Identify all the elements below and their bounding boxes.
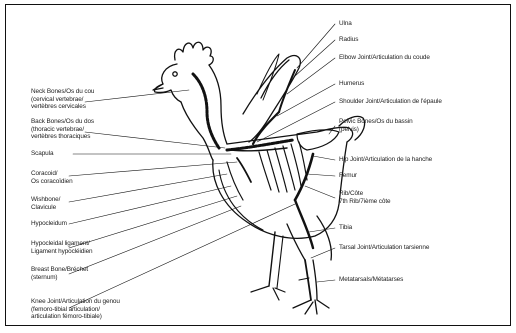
thigh-outline — [317, 216, 331, 260]
diagram-frame: Neck Bones/Os du cou (cervical vertebrae… — [5, 4, 511, 326]
label-hip-joint: Hip Joint/Articulation de la hanche — [339, 156, 432, 164]
label-line: Rib/Côte — [339, 190, 391, 198]
label-line: (femoro-tibial articulation/ — [31, 306, 120, 314]
beak — [153, 84, 163, 90]
pelvis — [297, 130, 339, 150]
label-line: Tarsal Joint/Articulation tarsienne — [339, 244, 429, 252]
label-line: Elbow Joint/Articulation du coude — [339, 54, 430, 62]
label-metatarsals: Metatarsals/Métatarses — [339, 276, 403, 284]
label-ribs: Rib/Côte 7th Rib/7ième côte — [339, 190, 391, 205]
radius-ulna-bones — [279, 70, 295, 112]
label-pelvic-bones: Pelvic Bones/Os du bassin (pelvis) — [339, 118, 413, 133]
toes-far — [251, 286, 285, 300]
label-line: (thoracic vertebrae/ — [31, 126, 94, 134]
chicken-skeleton-illustration — [17, 10, 508, 324]
label-line: (pelvis) — [339, 126, 413, 134]
wing-outline — [243, 56, 300, 142]
label-hypocleidum: Hypocleidum — [31, 220, 67, 228]
label-line: Breast Bone/Bréchet — [31, 266, 88, 274]
eye-socket — [173, 72, 177, 76]
shank-near — [305, 260, 311, 300]
label-line: vertèbres cervicales — [31, 103, 94, 111]
label-humerus: Humerus — [339, 80, 364, 88]
label-scapula: Scapula — [31, 150, 53, 158]
label-knee-joint: Knee Joint/Articulation du genou (femoro… — [31, 298, 120, 321]
toes-near — [293, 300, 329, 314]
diagram-canvas: Neck Bones/Os du cou (cervical vertebrae… — [17, 10, 508, 324]
label-breast-bone: Breast Bone/Bréchet (sternum) — [31, 266, 88, 281]
cervical-vertebrae — [193, 74, 219, 148]
head-outline — [154, 64, 181, 102]
label-line: Pelvic Bones/Os du bassin — [339, 118, 413, 126]
label-line: Back Bones/Os du dos — [31, 118, 94, 126]
label-radius: Radius — [339, 36, 358, 44]
label-line: Tibia — [339, 224, 352, 232]
label-line: Hip Joint/Articulation de la hanche — [339, 156, 432, 164]
label-ulna: Ulna — [339, 20, 352, 28]
thigh-outline-inner — [287, 224, 305, 260]
body-belly — [213, 142, 347, 238]
label-line: (sternum) — [31, 274, 88, 282]
shank-near-2 — [313, 260, 317, 300]
label-shoulder-joint: Shoulder Joint/Articulation de l'épaule — [339, 98, 442, 106]
label-wishbone: Wishbone/ Clavicule — [31, 196, 60, 211]
shank-far-2 — [277, 236, 283, 288]
label-line: Scapula — [31, 150, 53, 158]
coracoid-bone — [237, 158, 251, 182]
label-line: vertèbres thoraciques — [31, 133, 94, 141]
label-coracoid: Coracoid/ Os coracoïdien — [31, 170, 73, 185]
label-line: Neck Bones/Os du cou — [31, 88, 94, 96]
label-tibia: Tibia — [339, 224, 352, 232]
label-line: Ulna — [339, 20, 352, 28]
label-line: Ligament hypocléidien — [31, 248, 93, 256]
label-femur: Femur — [339, 172, 357, 180]
tibia-bone — [295, 200, 313, 248]
wishbone-bone — [227, 162, 243, 200]
comb-outline — [175, 42, 214, 65]
label-line: Radius — [339, 36, 358, 44]
label-line: Shoulder Joint/Articulation de l'épaule — [339, 98, 442, 106]
label-neck-bones: Neck Bones/Os du cou (cervical vertebrae… — [31, 88, 94, 111]
leader-lines-left — [69, 90, 295, 308]
label-elbow-joint: Elbow Joint/Articulation du coude — [339, 54, 430, 62]
label-tarsal-joint: Tarsal Joint/Articulation tarsienne — [339, 244, 429, 252]
label-line: Humerus — [339, 80, 364, 88]
label-back-bones: Back Bones/Os du dos (thoracic vertebrae… — [31, 118, 94, 141]
label-line: Metatarsals/Métatarses — [339, 276, 403, 284]
label-line: Wishbone/ — [31, 196, 60, 204]
label-line: Coracoid/ — [31, 170, 73, 178]
label-line: articulation fémoro-tibiale) — [31, 313, 120, 321]
shank-far — [269, 232, 275, 286]
label-line: Hypocleidum — [31, 220, 67, 228]
label-hypocleidal-ligament: Hypocleidal ligament/ Ligament hypocléid… — [31, 240, 93, 255]
label-line: Os coracoïdien — [31, 178, 73, 186]
label-line: 7th Rib/7ième côte — [339, 198, 391, 206]
label-line: Clavicule — [31, 204, 60, 212]
label-line: (cervical vertebrae/ — [31, 96, 94, 104]
label-line: Femur — [339, 172, 357, 180]
label-line: Hypocleidal ligament/ — [31, 240, 93, 248]
label-line: Knee Joint/Articulation du genou — [31, 298, 120, 306]
keel-outline — [219, 170, 263, 230]
